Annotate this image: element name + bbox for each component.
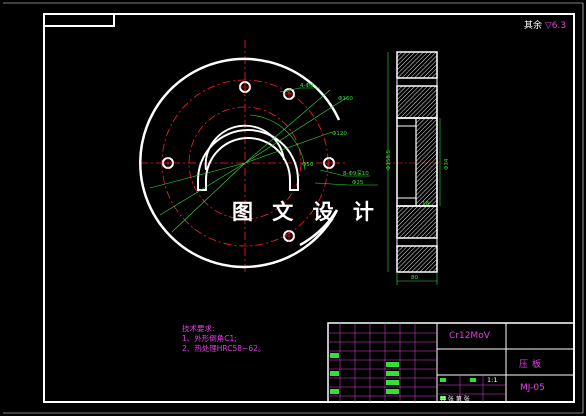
technical-requirements: 技术要求: 1、外形倒角C1; 2、热处理HRC58~62。 xyxy=(182,324,265,354)
material-label: Cr12MoV xyxy=(449,331,490,341)
dimension-lines xyxy=(149,87,378,233)
watermark: 图 文 设 计 xyxy=(232,200,380,224)
section-upper xyxy=(396,85,438,119)
surface-finish-label: 其余 xyxy=(524,21,543,31)
tech-req-line: 1、外形倒角C1; xyxy=(182,334,237,343)
outer-contour-lower xyxy=(299,209,339,247)
dim-hole-note: 8-Φ9深10 xyxy=(343,169,369,177)
dim-thick-left: Φ158.5 xyxy=(386,149,392,170)
drawing-frame xyxy=(3,2,584,414)
part-name: 压板 xyxy=(519,360,546,370)
tech-req-line: 2、热处理HRC58~62。 xyxy=(182,344,266,353)
surface-finish-note: 其余 ▽6.3 xyxy=(524,18,566,31)
section-top xyxy=(396,51,438,79)
drawing-number: MJ-05 xyxy=(520,383,545,393)
section-view: Φ158.5 Φ74 18 80 xyxy=(385,51,450,285)
sheet-count: 共 张 第 张 xyxy=(440,396,470,403)
tech-req-title: 技术要求: xyxy=(182,324,215,333)
dim-width: 80 xyxy=(411,275,418,281)
roughness-icon: ▽6.3 xyxy=(544,21,567,31)
dim-hole4: 4-Φ9 xyxy=(300,83,314,89)
dim-d25: Φ25 xyxy=(352,180,364,186)
dimension-labels: Φ160 Φ120 4-Φ9 Φ50 8-Φ9深10 Φ25 xyxy=(300,83,369,186)
title-block xyxy=(327,322,575,403)
dim-small: 18 xyxy=(422,201,429,207)
outer-contour xyxy=(139,57,341,269)
dim-d160: Φ160 xyxy=(338,96,353,102)
dim-d120: Φ120 xyxy=(332,131,347,137)
section-lower xyxy=(396,205,438,239)
section-bottom xyxy=(396,245,438,273)
inner-arc-inner xyxy=(204,124,285,171)
inner-arc-outer xyxy=(197,129,299,191)
dim-thick-right: Φ74 xyxy=(444,158,450,170)
scale-value: 1:1 xyxy=(487,376,498,384)
dim-d50: Φ50 xyxy=(302,162,314,168)
front-view: Φ160 Φ120 4-Φ9 Φ50 8-Φ9深10 Φ25 xyxy=(139,40,378,275)
